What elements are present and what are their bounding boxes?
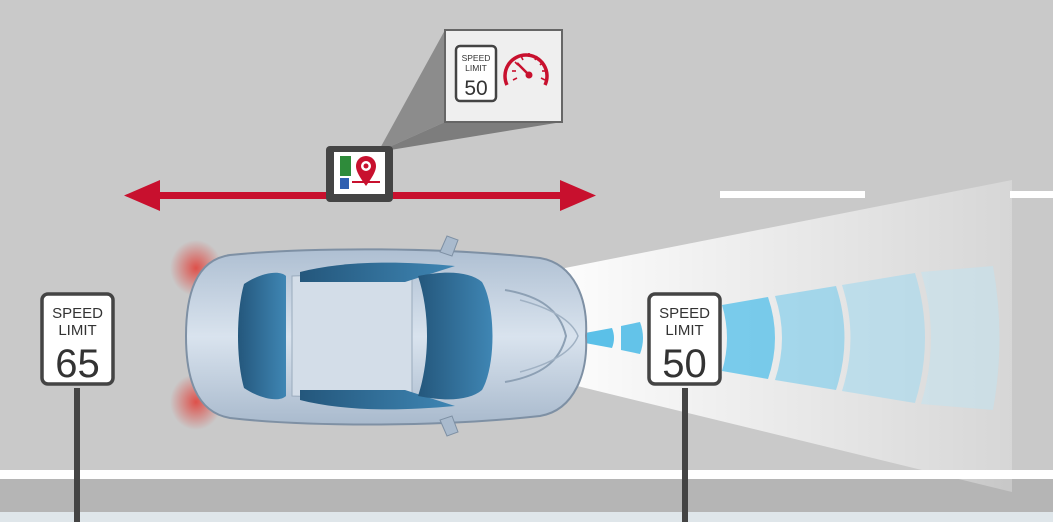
sign-line2: LIMIT — [665, 322, 703, 339]
road-shoulder — [0, 479, 1053, 512]
callout-wedge — [378, 30, 445, 152]
sign-line2: LIMIT — [58, 322, 96, 339]
navigation-map-icon — [326, 146, 393, 202]
sign-line1: SPEED — [52, 305, 103, 322]
callout-sign-line2: LIMIT — [465, 63, 487, 73]
callout-sign-line1: SPEED — [462, 53, 491, 63]
curb — [0, 512, 1053, 522]
sign-value: 65 — [55, 342, 100, 386]
sign-value: 50 — [662, 342, 707, 386]
direction-arrow — [124, 180, 596, 211]
side-window — [300, 390, 455, 410]
lane-marking — [720, 191, 865, 198]
side-window — [300, 262, 455, 282]
callout-wedge — [378, 122, 562, 152]
rear-window — [238, 272, 286, 400]
windshield — [418, 272, 493, 400]
speedometer-icon — [503, 53, 549, 86]
sign-post — [74, 388, 80, 522]
speed-limit-sign-65: SPEED LIMIT 65 — [40, 292, 115, 522]
speed-limit-sign-icon: SPEED LIMIT 50 — [454, 44, 498, 103]
speed-limit-sign-50: SPEED LIMIT 50 — [647, 292, 722, 522]
sensor-beam — [585, 266, 1000, 410]
sign-line1: SPEED — [659, 305, 710, 322]
callout-sign-value: 50 — [464, 77, 487, 100]
sign-post — [682, 388, 688, 522]
car — [170, 235, 588, 437]
road-edge-line — [0, 470, 1053, 479]
lane-marking — [1010, 191, 1053, 198]
